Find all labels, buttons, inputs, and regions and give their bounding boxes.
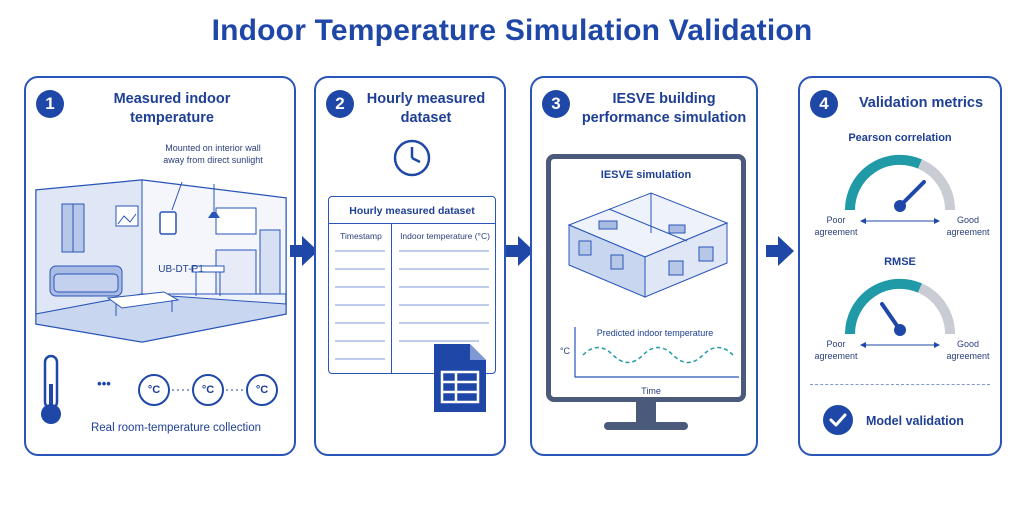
double-arrow-icon <box>860 342 940 348</box>
room-caption: Real room-temperature collection <box>90 422 262 434</box>
rmse-good: Good agreement <box>938 338 998 362</box>
temp-unit-1: °C <box>147 384 161 396</box>
rmse-poor-agreement: agreement <box>814 351 858 361</box>
thermometer-icon <box>41 354 61 424</box>
table-rows <box>335 250 489 360</box>
mount-note-line1: Mounted on interior wall <box>165 143 261 153</box>
dots-left: ••• <box>97 376 111 391</box>
dataset-table: Hourly measured dataset Timestamp Indoor… <box>328 196 496 374</box>
room-illustration <box>35 179 287 343</box>
panel-title-4: Validation metrics <box>858 95 984 111</box>
panel-title-2: Hourly measured dataset <box>366 91 486 126</box>
arrow-right-icon <box>290 236 318 266</box>
rmse-poor-text: Poor <box>826 339 846 349</box>
panel-title-1: Measured indoor temperature <box>113 91 231 126</box>
divider <box>810 384 990 385</box>
monitor: IESVE simulation Predicted indoor temper… <box>546 154 746 402</box>
screen-title: IESVE simulation <box>600 169 692 181</box>
pearson-good: Good agreement <box>938 214 998 238</box>
temp-unit-3: °C <box>255 384 269 396</box>
col-header-timestamp: Timestamp <box>340 231 382 241</box>
rmse-good-text: Good <box>956 339 980 349</box>
panel-hourly-dataset: 2 Hourly measured dataset Hourly measure… <box>314 76 506 456</box>
check-icon <box>823 405 853 435</box>
predicted-temperature-chart <box>574 327 739 378</box>
rmse-good-agreement: agreement <box>946 351 990 361</box>
metric-pearson-label: Pearson correlation <box>848 132 952 144</box>
pearson-good-text: Good <box>956 215 980 225</box>
step-badge-3: 3 <box>542 90 570 118</box>
pearson-good-agreement: agreement <box>946 227 990 237</box>
sensor-id: UB-DT-P1 <box>158 264 204 275</box>
pearson-poor: Poor agreement <box>810 214 862 238</box>
rmse-poor: Poor agreement <box>810 338 862 362</box>
panel-validation-metrics: 4 Validation metrics Pearson correlation… <box>798 76 1002 456</box>
arrow-right-icon <box>766 236 794 266</box>
pearson-poor-text: Poor <box>826 215 846 225</box>
model-validation-label: Model validation <box>866 414 964 428</box>
mount-note: Mounted on interior wall away from direc… <box>138 142 288 166</box>
col-header-temperature: Indoor temperature (°C) <box>400 231 490 241</box>
x-label: Time <box>641 386 661 396</box>
panel-title-3: IESVE building performance simulation <box>581 91 747 126</box>
step-badge-4: 4 <box>810 90 838 118</box>
double-arrow-icon <box>860 218 940 224</box>
panel-measured-temperature: 1 Measured indoor temperature Mounted on… <box>24 76 296 456</box>
table-title: Hourly measured dataset <box>349 205 475 217</box>
step-badge-1: 1 <box>36 90 64 118</box>
monitor-base <box>604 422 688 430</box>
pearson-gauge <box>844 154 956 212</box>
building-model <box>567 192 729 298</box>
pearson-poor-agreement: agreement <box>814 227 858 237</box>
temp-unit-2: °C <box>201 384 215 396</box>
clock-icon <box>393 139 431 177</box>
chart-title: Predicted indoor temperature <box>596 328 714 338</box>
panel-iesve-simulation: 3 IESVE building performance simulation … <box>530 76 758 456</box>
step-badge-2: 2 <box>326 90 354 118</box>
spreadsheet-icon <box>434 344 486 412</box>
page-title: Indoor Temperature Simulation Validation <box>211 14 813 47</box>
metric-rmse-label: RMSE <box>884 256 916 268</box>
rmse-gauge <box>844 278 956 336</box>
arrow-right-icon <box>506 236 534 266</box>
temp-reading-icons <box>138 374 278 406</box>
mount-note-line2: away from direct sunlight <box>163 155 263 165</box>
y-unit: °C <box>559 346 571 356</box>
monitor-stand <box>636 402 656 424</box>
